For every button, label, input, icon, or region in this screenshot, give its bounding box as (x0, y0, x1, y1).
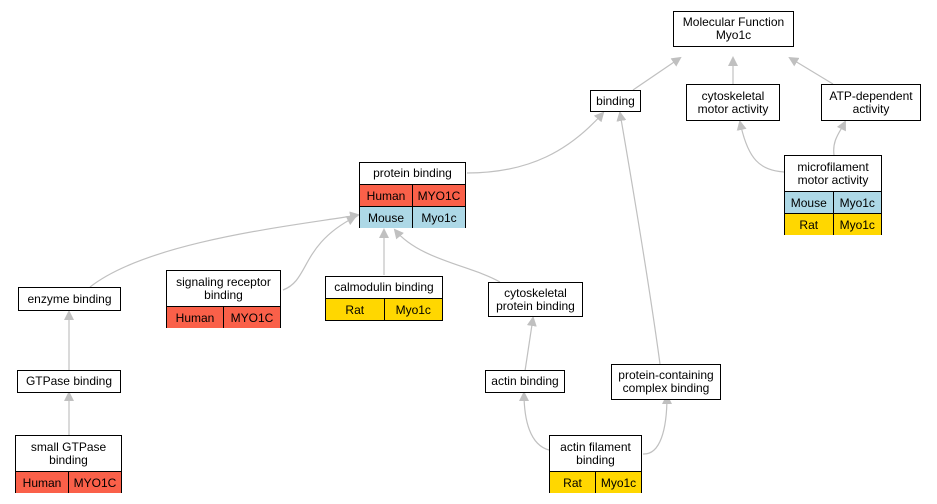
ortholog-row: Human MYO1C (360, 184, 465, 206)
edge-binding-to-molecular-function (632, 56, 682, 91)
node-actin-filament-binding[interactable]: actin filament binding Rat Myo1c (549, 435, 642, 493)
edge-cytoskeletal-protein-to-protein-binding (393, 228, 501, 283)
species-cell: Human (167, 307, 223, 328)
species-cell: Rat (785, 214, 833, 235)
node-label: enzyme binding (27, 291, 112, 306)
node-calmodulin-binding[interactable]: calmodulin binding Rat Myo1c (325, 276, 443, 321)
gene-cell: Myo1c (832, 214, 881, 235)
species-cell: Rat (550, 472, 595, 493)
species-cell: Human (16, 472, 68, 493)
node-signaling-receptor-binding[interactable]: signaling receptor binding Human MYO1C (166, 270, 281, 328)
species-cell: Rat (326, 299, 384, 320)
gene-cell: Myo1c (412, 207, 465, 228)
gene-cell: Myo1c (383, 299, 442, 320)
node-binding[interactable]: binding (590, 90, 641, 112)
edge-microfilament-to-cytoskeletal-motor (736, 120, 785, 173)
node-gtpase-binding[interactable]: GTPase binding (17, 370, 121, 393)
ortholog-row: Rat Myo1c (550, 471, 641, 493)
gene-cell: Myo1c (832, 192, 881, 213)
node-cytoskeletal-motor-activity[interactable]: cytoskeletal motor activity (686, 84, 780, 121)
edge-actin-filament-to-actin-binding (519, 391, 550, 451)
node-molecular-function[interactable]: Molecular Function Myo1c (673, 11, 794, 47)
gene-cell: MYO1C (412, 185, 465, 206)
ortholog-row: Mouse Myo1c (360, 206, 465, 228)
edge-enzyme-binding-to-protein-binding (89, 211, 360, 288)
node-small-gtpase-binding[interactable]: small GTPase binding Human MYO1C (15, 435, 122, 493)
node-label: microfilament motor activity (797, 159, 869, 187)
edge-actin-filament-to-pcc-binding (642, 394, 672, 455)
ortholog-row: Human MYO1C (16, 471, 121, 493)
node-protein-containing-complex-binding[interactable]: protein-containing complex binding (611, 364, 721, 400)
node-label: binding (596, 93, 635, 108)
node-cytoskeletal-protein-binding[interactable]: cytoskeletal protein binding (488, 282, 583, 317)
node-label: cytoskeletal motor activity (697, 88, 769, 116)
node-label: small GTPase binding (30, 439, 107, 467)
gene-cell: MYO1C (68, 472, 121, 493)
node-label: Molecular Function Myo1c (682, 15, 785, 42)
ortholog-row: Human MYO1C (167, 306, 280, 328)
ortholog-row: Rat Myo1c (785, 213, 881, 235)
edge-pcc-binding-to-binding (616, 111, 661, 365)
edge-microfilament-to-atp-dependent (833, 120, 846, 156)
node-label: protein-containing complex binding (618, 368, 714, 395)
node-label: ATP-dependent activity (829, 88, 913, 116)
node-microfilament-motor-activity[interactable]: microfilament motor activity Mouse Myo1c… (784, 155, 882, 235)
ortholog-row: Mouse Myo1c (785, 191, 881, 213)
gene-cell: MYO1C (223, 307, 280, 328)
edge-atp-dependent-to-molecular-function (788, 56, 834, 85)
node-label: cytoskeletal protein binding (496, 285, 575, 313)
edge-signaling-receptor-to-protein-binding (282, 216, 357, 291)
species-cell: Mouse (785, 192, 833, 213)
node-protein-binding[interactable]: protein binding Human MYO1C Mouse Myo1c (359, 162, 466, 228)
ortholog-row: Rat Myo1c (326, 298, 442, 320)
node-actin-binding[interactable]: actin binding (485, 370, 565, 393)
node-atp-dependent-activity[interactable]: ATP-dependent activity (821, 84, 921, 121)
edge-actin-binding-to-cytoskeletal-protein (524, 316, 537, 372)
node-label: calmodulin binding (334, 280, 434, 294)
species-cell: Mouse (360, 207, 412, 228)
node-label: actin filament binding (560, 439, 631, 467)
node-enzyme-binding[interactable]: enzyme binding (18, 287, 121, 311)
edge-protein-binding-to-binding (466, 111, 605, 174)
gene-cell: Myo1c (595, 472, 641, 493)
species-cell: Human (360, 185, 412, 206)
node-label: actin binding (491, 374, 559, 388)
node-label: signaling receptor binding (176, 274, 271, 302)
node-label: GTPase binding (25, 374, 113, 388)
node-label: protein binding (373, 166, 452, 180)
